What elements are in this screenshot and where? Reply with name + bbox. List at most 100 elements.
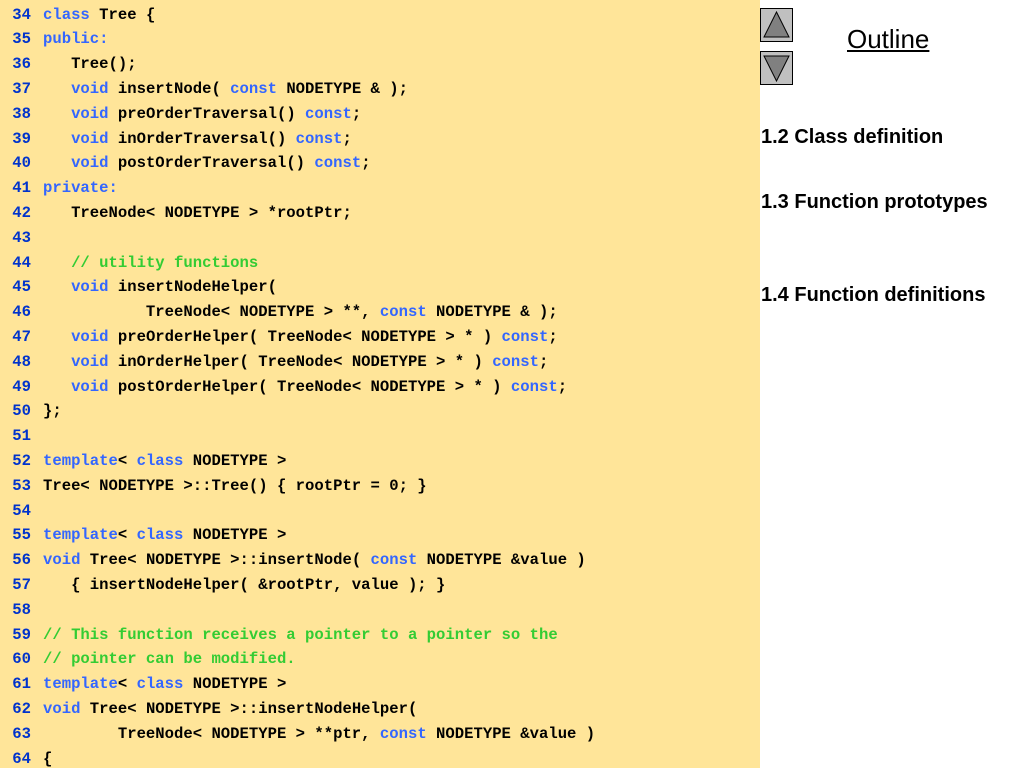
line-number: 36 xyxy=(12,55,31,74)
code-keyword: class xyxy=(136,675,184,694)
code-text: ; xyxy=(361,154,371,173)
code-text: NODETYPE > xyxy=(183,675,287,694)
code-line: 62 void Tree< NODETYPE >::insertNodeHelpe… xyxy=(0,697,417,722)
line-number: 38 xyxy=(12,104,31,123)
code-line: 56 void Tree< NODETYPE >::insertNode( con… xyxy=(0,548,586,573)
code-keyword: const xyxy=(295,129,343,148)
line-number: 57 xyxy=(12,575,31,594)
code-line: 59 // This function receives a pointer to… xyxy=(0,623,558,648)
code-comment: // This function receives a pointer to a… xyxy=(43,625,558,644)
code-text: insertNode( xyxy=(108,79,231,98)
triangle-up-icon xyxy=(763,10,790,38)
code-line: 37 void insertNode( const NODETYPE & ); xyxy=(0,77,408,102)
previous-slide-button[interactable] xyxy=(760,8,793,42)
outline-item-function-prototypes: 1.3 Function prototypes xyxy=(761,191,988,213)
code-text xyxy=(43,254,71,272)
code-keyword: const xyxy=(370,551,418,570)
code-comment: // pointer can be modified. xyxy=(43,650,296,669)
code-line: 64{ xyxy=(0,747,52,768)
code-keyword: const xyxy=(501,327,549,346)
line-number: 51 xyxy=(12,427,31,446)
code-text xyxy=(43,278,71,296)
code-keyword: void xyxy=(71,352,109,371)
code-text: NODETYPE & ); xyxy=(426,303,558,322)
code-text: ; xyxy=(351,104,362,123)
line-number: 59 xyxy=(12,625,31,644)
line-number: 39 xyxy=(12,129,31,148)
code-text: TreeNode< NODETYPE > **, xyxy=(43,303,380,322)
code-text: preOrderTraversal() xyxy=(108,104,306,123)
code-line: 38 void preOrderTraversal() const; xyxy=(0,102,361,127)
code-text: ; xyxy=(342,129,352,148)
code-text: postOrderHelper( TreeNode< NODETYPE > * … xyxy=(108,377,511,396)
line-number: 52 xyxy=(12,451,31,470)
code-line: 60 // pointer can be modified. xyxy=(0,647,296,672)
code-text: inOrderHelper( TreeNode< NODETYPE > * ) xyxy=(108,352,493,371)
code-text: NODETYPE &value ) xyxy=(417,551,586,570)
code-keyword: void xyxy=(71,278,109,297)
next-slide-button[interactable] xyxy=(760,51,793,85)
code-text: Tree { xyxy=(89,5,156,24)
code-line: 58 xyxy=(0,598,43,623)
code-keyword: void xyxy=(43,699,81,718)
code-text: ; xyxy=(548,327,558,346)
line-number: 37 xyxy=(12,79,31,98)
code-text: < xyxy=(117,526,137,545)
line-number: 46 xyxy=(12,303,31,322)
code-keyword: void xyxy=(43,551,81,570)
line-number: 44 xyxy=(12,253,31,272)
code-text: < xyxy=(117,451,137,470)
line-number: 50 xyxy=(12,402,31,421)
code-keyword: const xyxy=(379,303,427,322)
code-keyword: class xyxy=(43,5,90,24)
code-text: Tree(); xyxy=(43,55,137,74)
code-text: Tree< NODETYPE >::insertNodeHelper( xyxy=(80,699,418,718)
line-number: 58 xyxy=(12,600,31,619)
code-text xyxy=(43,130,71,148)
code-text: }; xyxy=(43,402,62,421)
line-number: 56 xyxy=(12,551,31,570)
outline-title[interactable]: Outline xyxy=(847,24,930,54)
code-line: 50}; xyxy=(0,399,62,424)
line-number: 48 xyxy=(12,352,31,371)
code-text: { xyxy=(43,749,53,768)
code-keyword: void xyxy=(71,79,109,98)
code-keyword: class xyxy=(136,526,184,545)
line-number: 62 xyxy=(12,699,31,718)
code-line: 46 TreeNode< NODETYPE > **, const NODETY… xyxy=(0,300,558,325)
code-text: Tree< NODETYPE >::Tree() { rootPtr = 0; … xyxy=(43,476,427,495)
code-line: 43 xyxy=(0,226,43,251)
code-text: postOrderTraversal() xyxy=(108,154,315,173)
line-number: 49 xyxy=(12,377,31,396)
code-keyword: class xyxy=(136,451,184,470)
line-number: 63 xyxy=(12,724,31,743)
code-text xyxy=(43,154,71,172)
code-keyword: const xyxy=(379,724,427,743)
code-keyword: template xyxy=(43,451,118,470)
line-number: 60 xyxy=(12,650,31,669)
code-text: ; xyxy=(557,377,568,396)
code-line: 63 TreeNode< NODETYPE > **ptr, const NOD… xyxy=(0,722,595,747)
code-comment: // utility functions xyxy=(71,253,259,272)
line-number: 47 xyxy=(12,327,31,346)
code-keyword: const xyxy=(510,377,558,396)
code-text: Tree< NODETYPE >::insertNode( xyxy=(80,551,371,570)
code-text: TreeNode< NODETYPE > *rootPtr; xyxy=(43,203,352,222)
code-text: NODETYPE & ); xyxy=(276,79,408,98)
code-keyword: const xyxy=(314,154,362,173)
line-number: 34 xyxy=(12,5,31,24)
code-text xyxy=(43,378,71,396)
code-text: NODETYPE > xyxy=(183,451,287,470)
line-number: 41 xyxy=(12,179,31,198)
code-keyword: void xyxy=(71,129,109,148)
code-line: 54 xyxy=(0,499,43,524)
code-line: 57 { insertNodeHelper( &rootPtr, value )… xyxy=(0,573,445,598)
line-number: 42 xyxy=(12,203,31,222)
line-number: 53 xyxy=(12,476,31,495)
line-number: 45 xyxy=(12,278,31,297)
code-text: TreeNode< NODETYPE > **ptr, xyxy=(43,724,380,743)
